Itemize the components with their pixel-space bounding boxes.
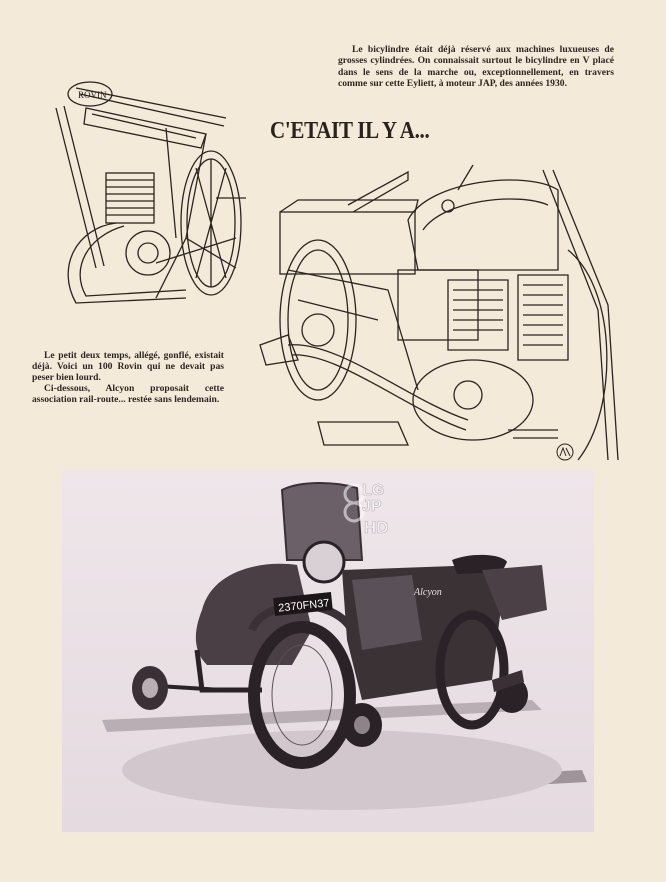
tank-brand: Alcyon: [413, 587, 442, 598]
artist-monogram-icon: [555, 442, 575, 462]
page-heading: C'ETAIT IL Y A...: [270, 116, 430, 144]
watermark-line2: JP: [362, 498, 382, 516]
rovin-motorcycle-drawing: ROVIN: [36, 68, 256, 323]
caption-twin-cylinder: Le bicylindre était déjà réservé aux mac…: [338, 44, 614, 89]
rovin-logo: ROVIN: [78, 90, 107, 100]
caption-rovin-alcyon: Le petit deux temps, allégé, gonflé, exi…: [32, 350, 224, 405]
caption-alcyon: Ci-dessous, Alcyon proposait cette assoc…: [32, 383, 224, 405]
eyliett-jap-drawing: [258, 160, 620, 465]
number-plate: 2370FN37: [278, 597, 330, 614]
caption-rovin: Le petit deux temps, allégé, gonflé, exi…: [32, 350, 224, 383]
watermark-line1: LG: [362, 482, 385, 500]
watermark-line3: HD: [364, 518, 389, 538]
watermark-logo: LG JP HD: [340, 478, 412, 542]
alcyon-rail-road-photo: 2370FN37 Alcyon: [62, 470, 594, 832]
